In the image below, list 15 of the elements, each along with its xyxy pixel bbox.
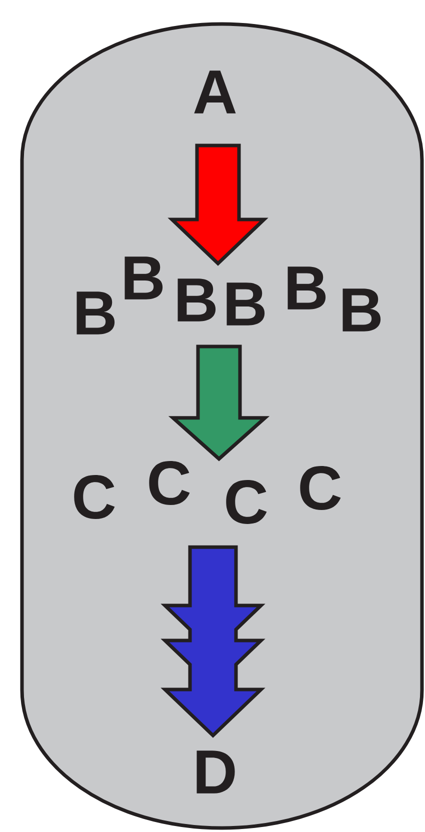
letter-label: B — [124, 256, 163, 300]
letter-label: A — [194, 70, 236, 114]
letter-label: C — [149, 461, 190, 505]
letter-label: B — [178, 278, 216, 322]
letter-label: D — [196, 750, 235, 794]
letter-label: B — [342, 288, 381, 332]
block-arrow — [160, 545, 266, 738]
letter-label: B — [288, 266, 326, 310]
letter-label: C — [74, 475, 115, 519]
block-arrow — [168, 344, 270, 462]
letter-label: C — [226, 480, 267, 524]
block-arrow — [168, 144, 268, 266]
letter-label: B — [76, 292, 115, 334]
letter-label: C — [300, 466, 341, 510]
letter-label: B — [226, 282, 265, 326]
